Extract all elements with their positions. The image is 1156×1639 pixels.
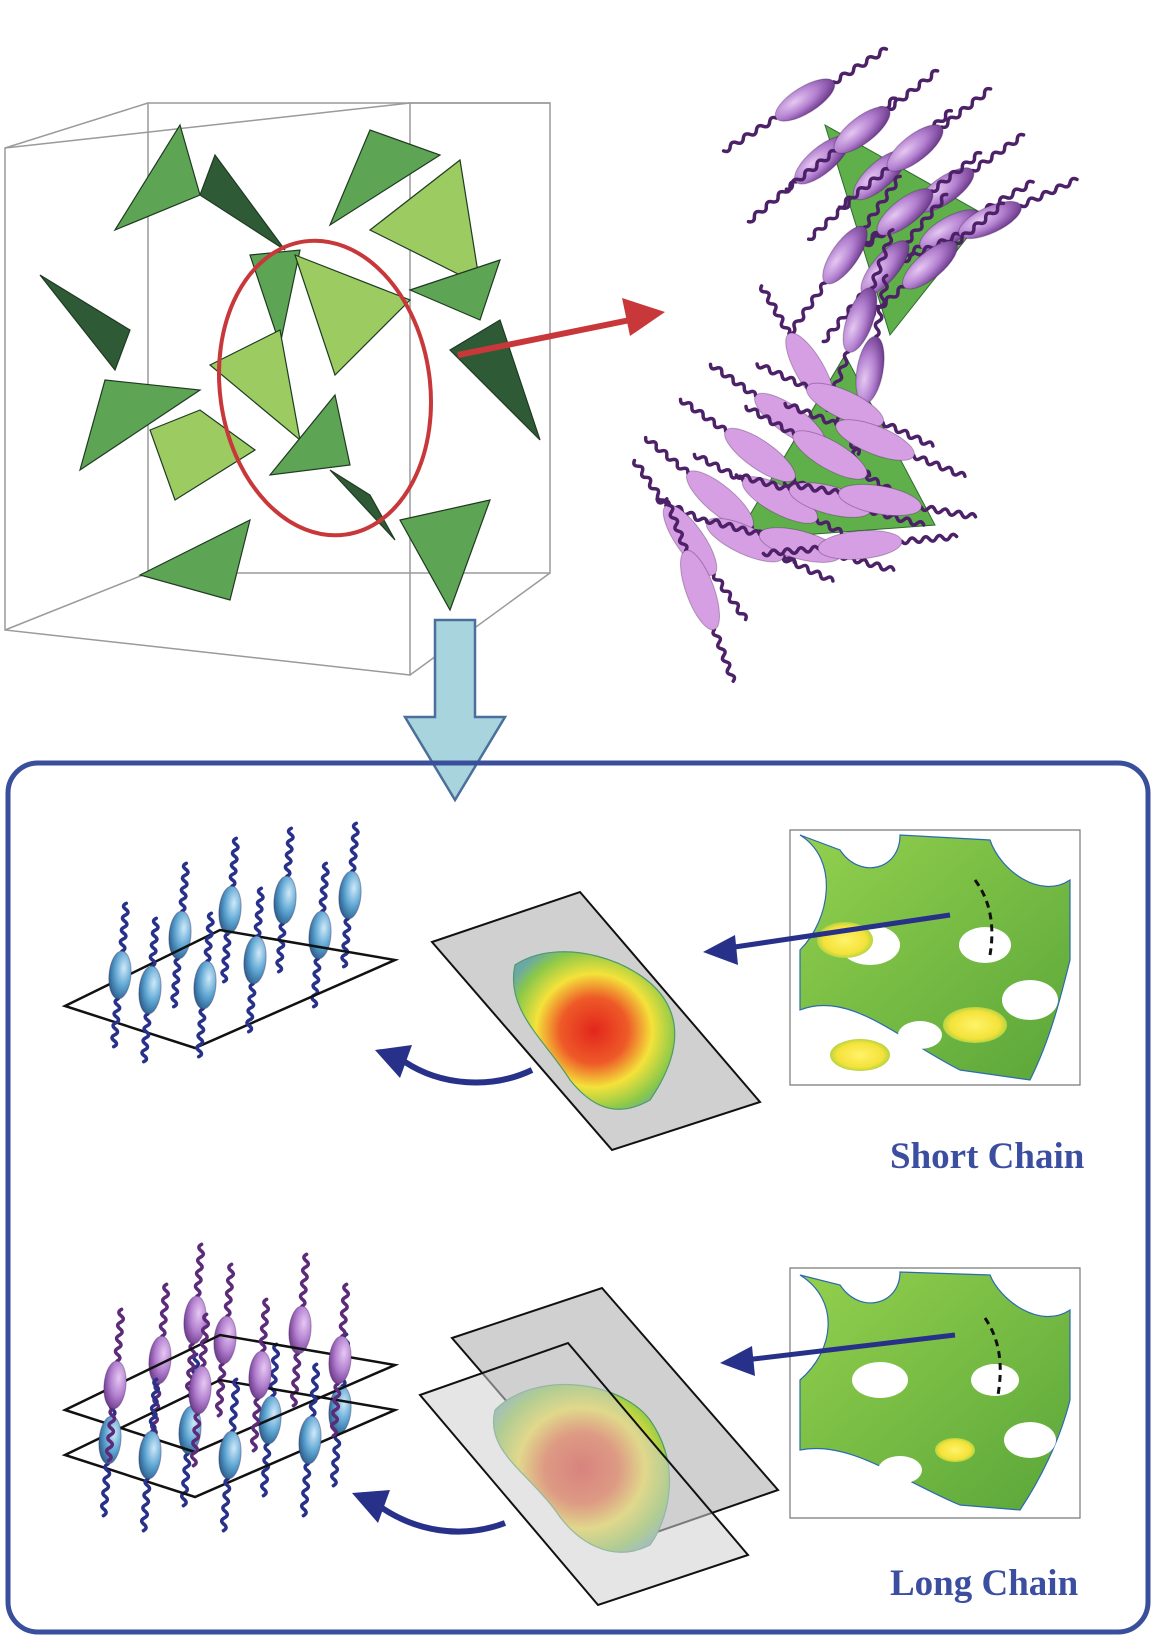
mesogen-zoom-view xyxy=(634,49,1077,682)
mesogen xyxy=(137,1379,163,1530)
short-chain-row: Short Chain xyxy=(65,823,1085,1177)
mesogen xyxy=(167,863,193,1006)
density-slice-long xyxy=(420,1288,778,1605)
mesogen xyxy=(217,838,243,981)
gyroid-box-long xyxy=(790,1268,1080,1518)
density-spot xyxy=(830,1039,890,1071)
triangle xyxy=(450,320,540,440)
mesogen xyxy=(242,888,268,1031)
assemble-arrow-short xyxy=(375,1045,532,1082)
triangle xyxy=(295,255,410,375)
triangle-fragments xyxy=(40,125,540,610)
triangle xyxy=(40,275,130,370)
assemble-arrow-long xyxy=(352,1490,505,1532)
mesogen xyxy=(272,828,298,971)
mesogen-layer-short xyxy=(65,823,395,1061)
mesogen xyxy=(287,1254,313,1405)
mesogen xyxy=(137,918,163,1061)
mesogen xyxy=(337,823,363,966)
flow-down-arrow xyxy=(405,620,505,800)
triangle-network-box xyxy=(5,103,550,675)
mesogen xyxy=(107,903,133,1046)
density-spot xyxy=(935,1438,975,1462)
short-chain-label: Short Chain xyxy=(890,1136,1085,1177)
density-spot xyxy=(943,1007,1007,1043)
triangle xyxy=(150,410,255,500)
long-chain-row: Long Chain xyxy=(65,1244,1080,1605)
mesogen xyxy=(307,863,333,1006)
triangle xyxy=(140,520,250,600)
density-slice-short xyxy=(432,892,760,1150)
triangle xyxy=(115,125,200,230)
triangle xyxy=(400,500,490,610)
long-chain-label: Long Chain xyxy=(890,1563,1079,1604)
gyroid-box-short xyxy=(790,830,1080,1085)
mesogen-cluster-lower xyxy=(634,286,976,681)
mesogen xyxy=(192,913,218,1056)
mesogen-layer-long xyxy=(65,1244,395,1530)
mesogen xyxy=(297,1364,323,1515)
triangle xyxy=(200,155,285,250)
